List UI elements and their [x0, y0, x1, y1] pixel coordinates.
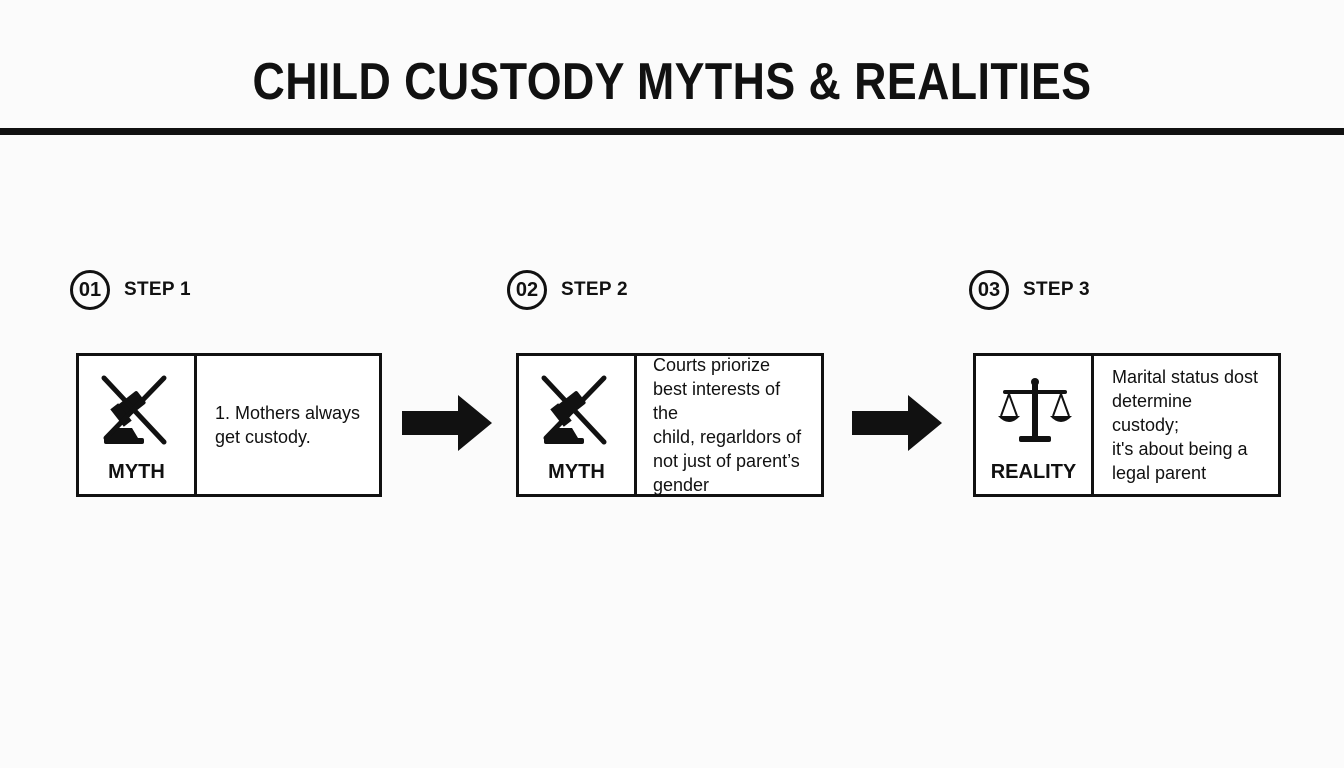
- step-header-2: 02 STEP 2: [507, 270, 628, 310]
- crossed-gavel-icon: [541, 375, 607, 445]
- card-icon-cell: MYTH: [519, 356, 637, 494]
- step-number-badge: 02: [507, 270, 547, 310]
- step-number-badge: 01: [70, 270, 110, 310]
- crossed-gavel-icon: [101, 375, 167, 445]
- card-text: 1. Mothers always get custody.: [215, 403, 361, 447]
- arrow-right-icon: [402, 395, 492, 451]
- step-label: STEP 1: [124, 279, 191, 300]
- card-text: Marital status dost determine custody; i…: [1112, 367, 1259, 483]
- title-divider: [0, 128, 1344, 135]
- card-kind-label: REALITY: [990, 461, 1077, 483]
- step-card-1: MYTH 1. Mothers always get custody.: [76, 353, 382, 497]
- arrow-right-icon: [852, 395, 942, 451]
- step-card-3: REALITY Marital status dost determine cu…: [973, 353, 1281, 497]
- step-number-badge: 03: [969, 270, 1009, 310]
- card-text: Courts priorize best interests of the ch…: [653, 355, 802, 495]
- card-icon-cell: MYTH: [79, 356, 197, 494]
- step-header-3: 03 STEP 3: [969, 270, 1090, 310]
- card-icon-cell: REALITY: [976, 356, 1094, 494]
- card-kind-label: MYTH: [108, 461, 165, 483]
- page-title: CHILD CUSTODY MYTHS & REALITIES: [252, 53, 1092, 111]
- card-kind-label: MYTH: [548, 461, 605, 483]
- step-card-2: MYTH Courts priorize best interests of t…: [516, 353, 824, 497]
- step-header-1: 01 STEP 1: [70, 270, 191, 310]
- scales-of-justice-icon: [998, 378, 1072, 442]
- step-label: STEP 3: [1023, 279, 1090, 300]
- step-label: STEP 2: [561, 279, 628, 300]
